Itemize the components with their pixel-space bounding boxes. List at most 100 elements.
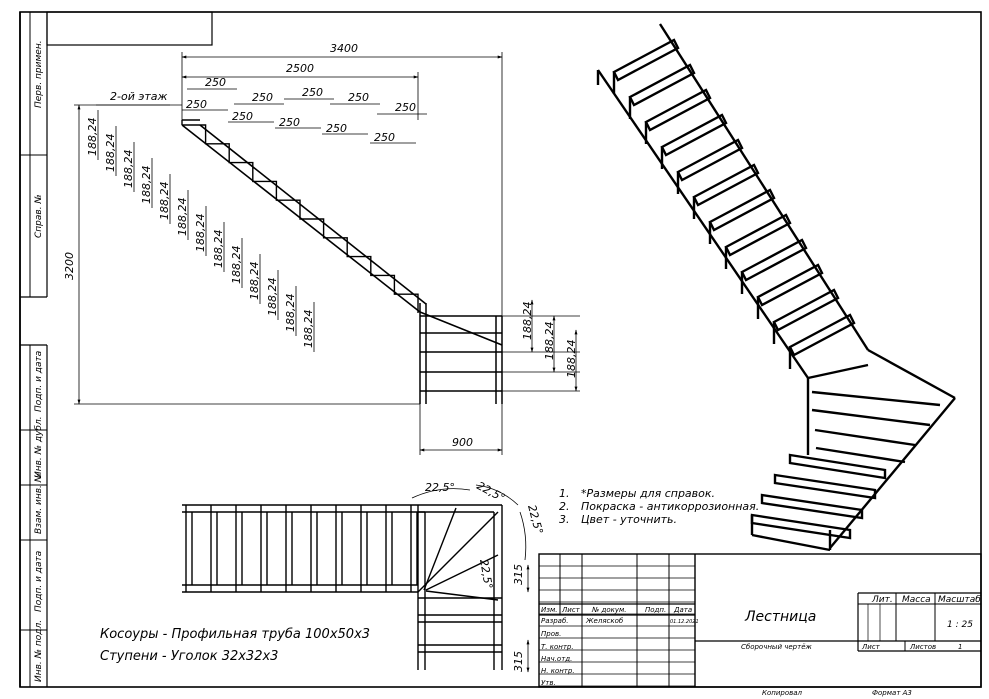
note-3-text: Цвет - уточнить. bbox=[581, 513, 677, 526]
iso-base bbox=[751, 533, 831, 552]
note-2-num: 2. bbox=[559, 500, 570, 513]
iso-winder-1 bbox=[811, 390, 941, 407]
plan-angle-2: 22,5° bbox=[475, 479, 508, 505]
elevation-view: 3400 2500 2-ой этаж 3200 900 250 250 250 25… bbox=[63, 42, 580, 455]
dim-flight-length: 2500 bbox=[286, 62, 314, 75]
stamp-sprav-no: Справ. № bbox=[34, 194, 44, 238]
stamp-podp-data-2: Подп. и дата bbox=[34, 551, 44, 612]
material-stringers: Косоуры - Профильная труба 100х50х3 bbox=[100, 627, 370, 642]
iso-step-8 bbox=[724, 213, 792, 257]
tb-r-tkontr: Т. контр. bbox=[541, 643, 574, 651]
tb-r-razrab: Разраб. bbox=[541, 617, 569, 625]
tb-format: Формат А3 bbox=[872, 689, 912, 697]
tb-scale: 1 : 25 bbox=[947, 620, 973, 630]
note-2-text: Покраска - антикоррозионная. bbox=[581, 500, 759, 513]
tb-r-nkontr: Н. контр. bbox=[541, 667, 575, 675]
iso-step-10 bbox=[756, 263, 824, 307]
dim-riser-right-2: 188,24 bbox=[543, 322, 556, 361]
note-1-num: 1. bbox=[559, 487, 570, 500]
plan-angle-4: 22,5° bbox=[477, 558, 495, 590]
iso-landing-top bbox=[807, 363, 869, 380]
stamp-inv-podl: Инв. № подл. bbox=[34, 620, 44, 682]
dim-height: 3200 bbox=[63, 252, 76, 280]
tb-subtitle: Сборочный чертёж bbox=[741, 643, 812, 651]
tread-dim-bottom-4: 250 bbox=[326, 122, 347, 135]
title-block-texts: Изм. Лист № докум. Подп. Дата Разраб. Пр… bbox=[541, 595, 981, 697]
plan-view bbox=[182, 504, 503, 670]
iso-step-4 bbox=[660, 113, 728, 157]
tread-dim-bottom-3: 250 bbox=[279, 116, 300, 129]
tb-r-prov: Пров. bbox=[541, 630, 561, 638]
label-second-floor: 2-ой этаж bbox=[110, 90, 168, 103]
dim-landing-width: 900 bbox=[452, 436, 473, 449]
tread-dim-top-2: 250 bbox=[252, 91, 273, 104]
plan-angle-dims bbox=[411, 484, 530, 673]
plan-angle-1: 22,5° bbox=[425, 481, 455, 494]
isometric-view bbox=[596, 23, 956, 552]
tread-dim-top-4: 250 bbox=[348, 91, 369, 104]
plan-angle-3: 22,5° bbox=[525, 503, 545, 535]
iso-lower-step-4 bbox=[750, 513, 852, 540]
right-riser-dimensions bbox=[502, 299, 580, 392]
riser-dim-8: 188,24 bbox=[212, 230, 225, 269]
note-3-num: 3. bbox=[559, 513, 570, 526]
tb-date: 01.12.2021 bbox=[670, 619, 699, 625]
side-stamp: Перв. примен. Справ. № Подп. и дата Инв.… bbox=[34, 40, 44, 682]
dim-riser-right-1: 188,24 bbox=[521, 302, 534, 341]
riser-dim-11: 188,24 bbox=[266, 278, 279, 317]
tb-kopiroval: Копировал bbox=[762, 689, 803, 697]
tb-h-list: Лист bbox=[561, 606, 581, 614]
elevation-stringer bbox=[181, 124, 503, 346]
iso-step-1 bbox=[612, 38, 680, 82]
tb-h-data: Дата bbox=[673, 606, 692, 614]
riser-dim-5: 188,24 bbox=[158, 182, 171, 221]
iso-step-3 bbox=[644, 88, 712, 132]
riser-dim-4: 188,24 bbox=[140, 166, 153, 205]
riser-dim-7: 188,24 bbox=[194, 214, 207, 253]
iso-winder-2 bbox=[811, 408, 931, 427]
riser-dim-1: 188,24 bbox=[86, 118, 99, 157]
tread-dim-bottom-2: 250 bbox=[232, 110, 253, 123]
tb-r-nachotd: Нач.отд. bbox=[541, 655, 572, 663]
riser-dimensions: 188,24 188,24 188,24 188,24 188,24 188,24 188,… bbox=[86, 110, 315, 352]
riser-dim-13: 188,24 bbox=[302, 310, 315, 349]
iso-stringer-inner bbox=[658, 23, 870, 351]
iso-lower-step-1 bbox=[788, 453, 887, 480]
iso-step-6 bbox=[692, 163, 760, 207]
dim-total-length: 3400 bbox=[330, 42, 358, 55]
iso-step-9 bbox=[740, 238, 808, 282]
iso-lower-step-3 bbox=[760, 493, 864, 520]
iso-lower-step-2 bbox=[773, 473, 877, 500]
plan-step-2: 315 bbox=[512, 651, 525, 672]
tb-h-masshtab: Масштаб bbox=[938, 595, 981, 605]
notes: 1. *Размеры для справок. 2. Покраска - а… bbox=[559, 487, 759, 526]
tb-h-lit: Лит. bbox=[871, 595, 893, 605]
overall-dimensions bbox=[74, 52, 503, 455]
sheet-frame bbox=[19, 11, 982, 688]
tread-dim-top-1: 250 bbox=[205, 76, 226, 89]
riser-dim-3: 188,24 bbox=[122, 150, 135, 189]
iso-step-11 bbox=[772, 288, 840, 332]
riser-dim-12: 188,24 bbox=[284, 294, 297, 333]
riser-dim-2: 188,24 bbox=[104, 134, 117, 173]
stamp-vzam-inv: Взам. инв. № bbox=[34, 473, 44, 534]
iso-step-12 bbox=[788, 313, 856, 357]
tb-h-dokum: № докум. bbox=[591, 606, 627, 614]
elevation-steps bbox=[181, 119, 419, 313]
stamp-inv-dubl: Инв. № дубл. bbox=[34, 416, 44, 478]
stamp-podp-data-1: Подп. и дата bbox=[34, 351, 44, 412]
tread-dim-top-3: 250 bbox=[302, 86, 323, 99]
note-1-text: *Размеры для справок. bbox=[581, 487, 715, 500]
title-block bbox=[538, 553, 982, 688]
riser-dim-6: 188,24 bbox=[176, 198, 189, 237]
iso-outer-rail bbox=[829, 397, 956, 549]
tread-dim-top-5: 250 bbox=[395, 101, 416, 114]
iso-step-5 bbox=[676, 138, 744, 182]
tread-dim-bottom-1: 250 bbox=[186, 98, 207, 111]
tb-h-podp: Подп. bbox=[645, 606, 666, 614]
tb-h-massa: Масса bbox=[902, 595, 931, 605]
stamp-perv-primen: Перв. примен. bbox=[34, 40, 44, 108]
